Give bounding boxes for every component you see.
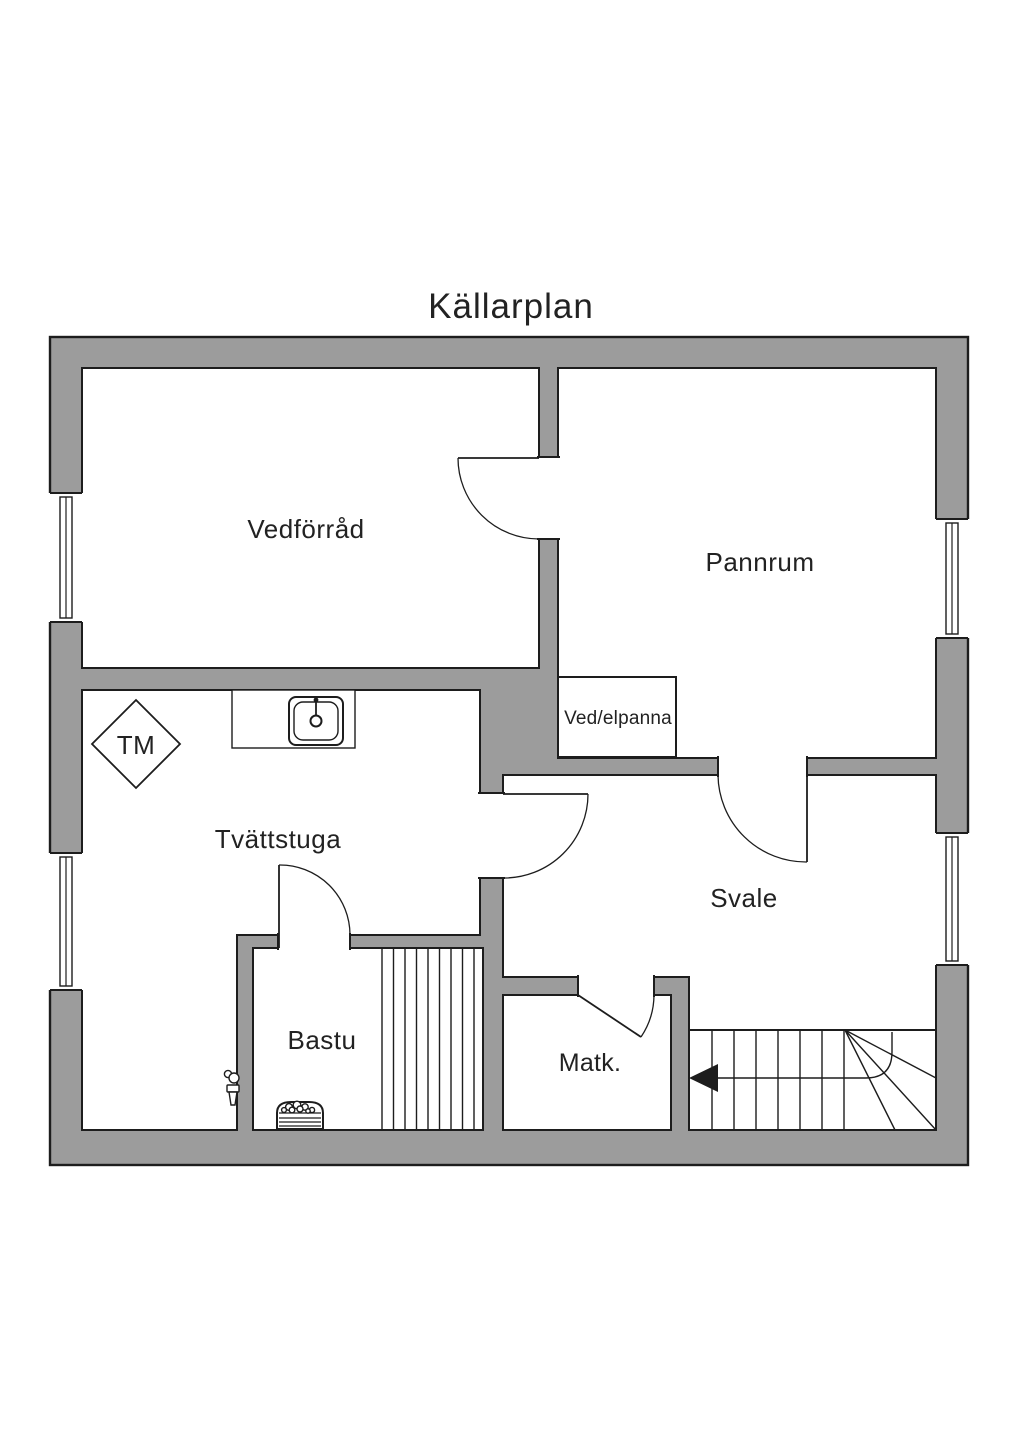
room-tvattstuga-area [81,689,481,1131]
washing-machine: TM [90,698,182,790]
door-swing-icon [717,774,808,863]
doors [278,457,808,1038]
door-opening-pannrum-svale [718,755,807,778]
window-icon [48,492,84,623]
room-labels: Vedförråd Pannrum Tvättstuga Svale Bastu… [215,514,815,1077]
room-matkallare-area [502,994,672,1131]
stairs-walk-line [718,1032,893,1079]
room-vedforrad-area [81,367,540,669]
washing-machine-label: TM [117,730,156,760]
room-label-bastu: Bastu [288,1025,357,1055]
room-bastu-area [252,947,484,1131]
door-jambs [277,456,808,997]
room-svale-area [502,774,937,1131]
door-swing-icon [278,864,351,948]
stairs-icon [689,1029,937,1131]
sauna-bench-icon [381,948,475,1130]
window-icon [48,852,84,991]
door-openings [278,457,807,998]
boiler-box: Ved/elpanna [557,676,677,758]
sink-counter [231,689,356,749]
sauna-heater-icon [276,1100,324,1130]
stairs-direction-arrow-icon [689,1064,718,1092]
sink-icon [288,696,344,746]
boiler-outline [557,676,677,758]
window-icon [934,832,970,966]
plan-title: Källarplan [428,287,594,326]
room-label-tvattstuga: Tvättstuga [215,824,341,854]
room-label-matkallare: Matk. [559,1049,622,1077]
room-label-vedforrad: Vedförråd [247,514,364,544]
tap-icon [223,1069,240,1106]
door-opening-vedforrad-pannrum [536,457,561,539]
door-opening-matkallare [578,974,654,998]
door-swing-icon [457,457,540,540]
boiler-label: Ved/elpanna [564,708,672,729]
door-swing-icon [502,793,589,879]
washing-machine-diamond [90,698,182,790]
door-opening-bastu [278,932,350,951]
windows [48,492,970,991]
room-areas [81,367,937,1131]
window-icon [934,518,970,639]
room-label-svale: Svale [710,883,778,913]
door-swing-icon [577,994,655,1038]
door-opening-tvattstuga-svale [477,793,506,878]
room-label-pannrum: Pannrum [706,547,815,577]
